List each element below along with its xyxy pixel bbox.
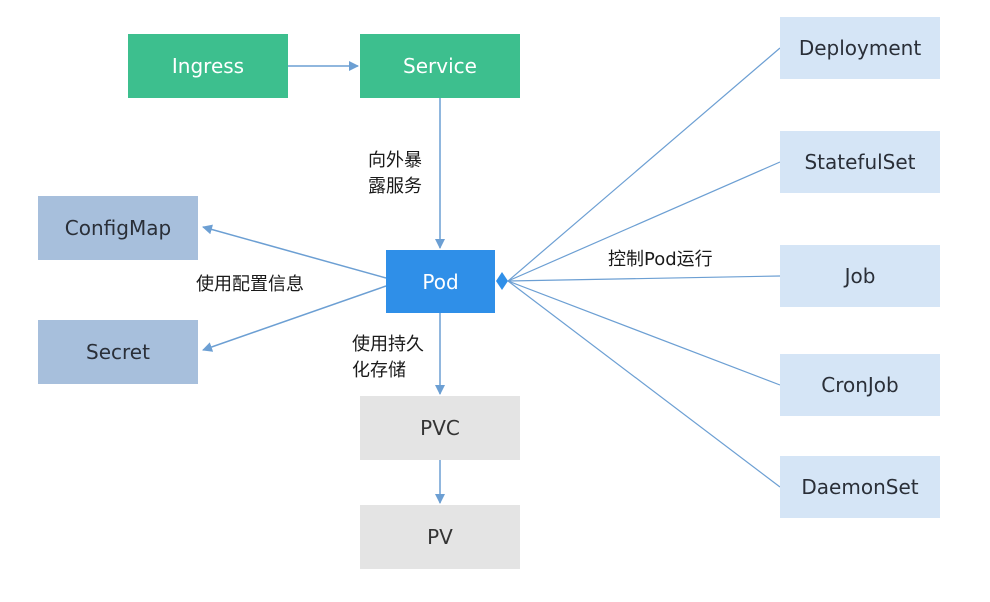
pvc-node: PVC bbox=[360, 396, 520, 460]
pod-node: Pod bbox=[386, 250, 495, 313]
daemonset-node: DaemonSet bbox=[780, 456, 940, 518]
aggregation-diamond bbox=[496, 272, 508, 290]
statefulset-node: StatefulSet bbox=[780, 131, 940, 193]
configmap-node: ConfigMap bbox=[38, 196, 198, 260]
pv-node: PV bbox=[360, 505, 520, 569]
edge-cronjob-pod bbox=[507, 280, 781, 386]
edge-pod-secret bbox=[202, 285, 387, 352]
secret-node: Secret bbox=[38, 320, 198, 384]
edge-deployment-pod bbox=[507, 47, 781, 282]
label-persistent-storage: 使用持久 化存储 bbox=[352, 334, 424, 381]
edge-job-pod bbox=[507, 275, 781, 282]
label-expose-service: 向外暴 露服务 bbox=[368, 150, 422, 197]
label-control-pod: 控制Pod运行 bbox=[608, 249, 713, 270]
service-node: Service bbox=[360, 34, 520, 98]
edge-statefulset-pod bbox=[507, 161, 781, 282]
job-node: Job bbox=[780, 245, 940, 307]
label-use-config: 使用配置信息 bbox=[196, 274, 304, 295]
cronjob-node: CronJob bbox=[780, 354, 940, 416]
deployment-node: Deployment bbox=[780, 17, 940, 79]
ingress-node: Ingress bbox=[128, 34, 288, 98]
edge-pod-configmap bbox=[202, 224, 387, 279]
edge-daemonset-pod bbox=[507, 280, 781, 488]
